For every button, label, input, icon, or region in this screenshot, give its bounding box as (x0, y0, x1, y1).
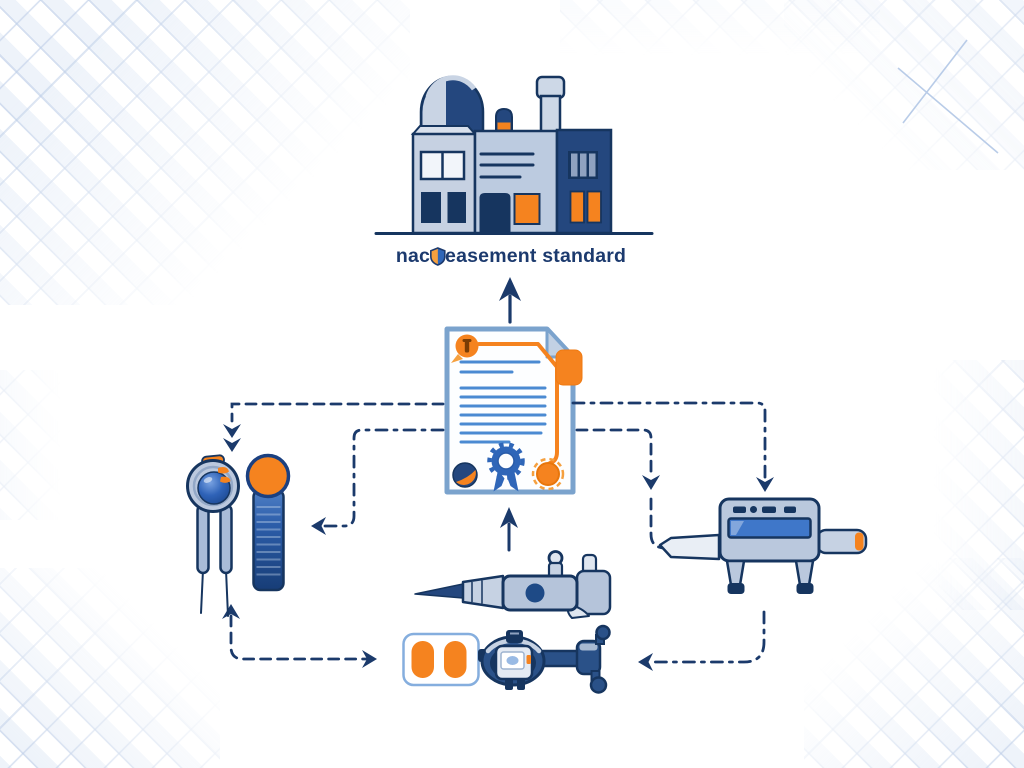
building-right-block (555, 128, 613, 235)
certificate-document-icon (444, 326, 583, 495)
certificate-paper (444, 326, 576, 495)
orange-window (513, 193, 541, 225)
arrow-bottom-left-corner (222, 604, 377, 668)
left-jaw (725, 559, 746, 587)
arrow-certificate-to-building (499, 277, 521, 324)
orange-tab (555, 349, 583, 386)
arrow-tools-to-certificate (500, 507, 518, 552)
rear-block (575, 569, 612, 616)
building-center-block (473, 129, 559, 235)
info-badge (451, 334, 479, 363)
caption-prefix: nac (395, 245, 431, 267)
dark-window (447, 192, 466, 223)
orange-clip (220, 476, 231, 483)
depth-rod (658, 533, 721, 561)
scriber-tool-icon (414, 550, 612, 619)
ring-gauge-icon (186, 454, 240, 617)
orange-seal (531, 457, 565, 491)
lcd-display (727, 517, 812, 539)
orange-clip (218, 467, 229, 474)
factory-building-icon (374, 75, 654, 235)
arrow-certificate-to-caliper-inner (575, 428, 678, 550)
pin-gauge-icon (245, 453, 291, 592)
pin-ridges (256, 506, 281, 576)
orange-tip (855, 532, 864, 551)
needle-point (414, 583, 464, 599)
tall-pipe (535, 75, 566, 135)
facade-lines (479, 152, 535, 179)
orange-window (586, 190, 602, 224)
top-lock (506, 630, 523, 643)
ratchet-knob-top (595, 624, 611, 641)
certificate-text-lines (459, 360, 547, 444)
orange-window (569, 190, 585, 224)
orange-knob (245, 453, 291, 499)
diagram-caption: nac easement standard (396, 245, 626, 268)
pie-emblem (452, 462, 478, 488)
ratchet-knob-bottom (589, 676, 608, 694)
caliper-buttons (733, 506, 796, 513)
collet (461, 574, 505, 610)
caption-suffix: easement standard (445, 245, 627, 267)
orange-block (411, 641, 434, 678)
orange-block (444, 641, 467, 678)
gauge-blocks-icon (402, 632, 480, 687)
shield-icon (430, 247, 446, 266)
dark-window (421, 192, 441, 223)
building-left-block (410, 125, 478, 235)
micrometer-icon (478, 624, 611, 694)
thumb-wheel (525, 583, 545, 603)
right-jaw (794, 559, 815, 587)
observatory-dome (419, 75, 485, 135)
ribbon-rosette (487, 442, 525, 492)
arrow-certificate-to-left-gauges (223, 402, 445, 452)
orange-tick (526, 655, 531, 664)
cross-lines-decoration (897, 39, 999, 154)
arrow-certificate-to-pin-gauge (311, 428, 445, 535)
entry-door (479, 193, 511, 233)
arrow-certificate-to-caliper-outer (571, 401, 774, 492)
small-chimney (495, 107, 513, 134)
arrow-caliper-to-micrometer (638, 610, 766, 671)
digital-caliper-icon (658, 497, 868, 594)
